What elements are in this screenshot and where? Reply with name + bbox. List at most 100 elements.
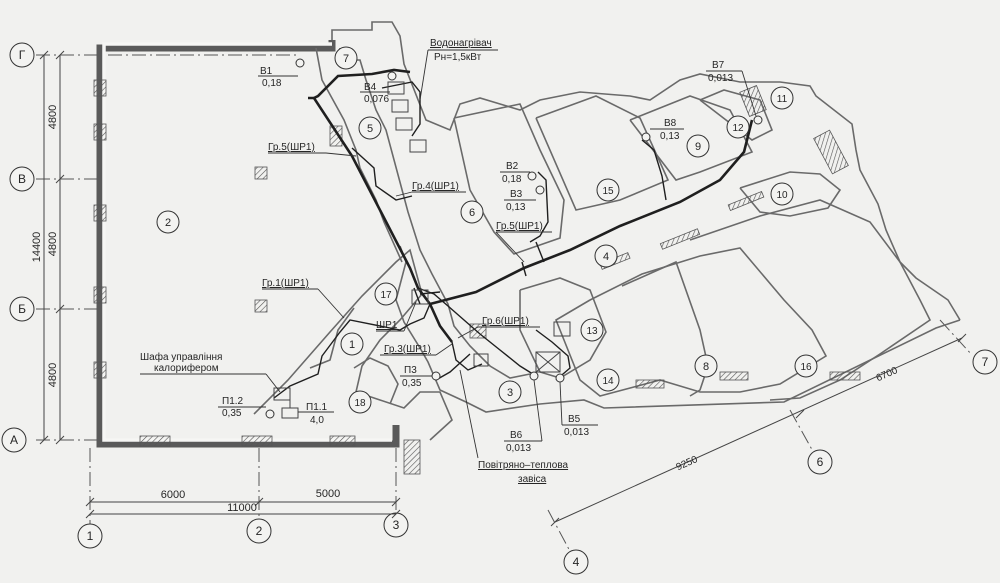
room-12: 12 bbox=[726, 115, 750, 139]
label-b5-name: В5 bbox=[568, 414, 581, 425]
label-b8: В8 0,13 bbox=[650, 118, 684, 142]
outlet-b2-icon bbox=[527, 171, 537, 181]
label-b6-name: В6 bbox=[510, 430, 523, 441]
axis-bubble-4: 4 bbox=[563, 549, 589, 575]
label-p11: П1.1 4,0 bbox=[298, 402, 334, 426]
water-heater-note: Водонагрівач Рн=1,5кВт bbox=[419, 38, 498, 101]
room-3: 3 bbox=[498, 380, 522, 404]
label-b3-name: В3 bbox=[510, 189, 523, 200]
room-label-6: 6 bbox=[469, 207, 475, 219]
air-curtain-note: Повітряно–теплова завіса bbox=[459, 369, 569, 485]
heater-title: Водонагрівач bbox=[430, 38, 492, 49]
room-14: 14 bbox=[596, 368, 620, 392]
axis-label-a: А bbox=[10, 433, 18, 447]
group-label-g5a: Гр.5(ШР1) bbox=[268, 142, 315, 153]
group-label-g1: Гр.1(ШР1) bbox=[262, 278, 309, 289]
room-1: 1 bbox=[340, 332, 364, 356]
room-17: 17 bbox=[374, 282, 398, 306]
axis-label-g: Г bbox=[19, 48, 26, 62]
group-label-g3: Гр.3(ШР1) bbox=[384, 344, 431, 355]
axis-bubble-b: Б bbox=[9, 296, 35, 322]
room-label-4: 4 bbox=[603, 251, 609, 263]
room-number-bubbles: 1 2 3 4 5 6 7 8 9 10 11 12 13 14 15 16 1… bbox=[156, 46, 818, 414]
label-b2-value: 0,18 bbox=[502, 174, 522, 185]
device-points bbox=[265, 58, 763, 419]
label-b5: В5 0,013 bbox=[559, 381, 598, 438]
label-p3: П3 0,35 bbox=[400, 365, 432, 389]
label-b1: В1 0,18 bbox=[258, 66, 298, 89]
grid-axis-lines bbox=[36, 54, 973, 556]
label-b8-name: В8 bbox=[664, 118, 677, 129]
label-p12-name: П1.2 bbox=[222, 396, 244, 407]
axis-label-6: 6 bbox=[817, 455, 824, 469]
room-label-11: 11 bbox=[777, 94, 788, 105]
label-b5-value: 0,013 bbox=[564, 427, 589, 438]
label-b8-value: 0,13 bbox=[660, 131, 680, 142]
room-4: 4 bbox=[594, 244, 618, 268]
label-b1-value: 0,18 bbox=[262, 78, 282, 89]
group-label-g5b: Гр.5(ШР1) bbox=[496, 221, 543, 232]
axis-label-3: 3 bbox=[393, 518, 400, 532]
curtain-line-2: завіса bbox=[518, 474, 547, 485]
room-label-14: 14 bbox=[602, 376, 614, 387]
exterior-walls bbox=[93, 40, 400, 448]
label-b2: В2 0,18 bbox=[500, 161, 530, 185]
label-b1-name: В1 bbox=[260, 66, 273, 77]
axis-bubble-g: Г bbox=[9, 42, 35, 68]
group-label-shr: ШР1 bbox=[376, 320, 398, 331]
room-6: 6 bbox=[460, 200, 484, 224]
room-11: 11 bbox=[770, 86, 794, 110]
label-b4-name: В4 bbox=[364, 82, 377, 93]
axis-label-4: 4 bbox=[573, 555, 580, 569]
room-label-10: 10 bbox=[776, 190, 788, 201]
axis-label-v: В bbox=[18, 172, 26, 186]
room-label-8: 8 bbox=[703, 361, 709, 373]
outlet-b5-icon bbox=[555, 373, 565, 383]
axis-bubble-3: 3 bbox=[383, 512, 409, 538]
label-b7: В7 0,013 bbox=[706, 60, 757, 117]
cabinet-line-2: калорифером bbox=[154, 362, 219, 374]
dim-left-part-3: 4800 bbox=[47, 363, 59, 387]
axis-label-1: 1 bbox=[87, 529, 94, 543]
axis-label-b: Б bbox=[18, 302, 26, 316]
outlet-b6-icon bbox=[529, 371, 539, 381]
label-b4-value: 0,076 bbox=[364, 94, 389, 105]
outlet-b7-icon bbox=[753, 115, 763, 125]
outlet-b1-icon bbox=[295, 58, 305, 68]
label-b6-value: 0,013 bbox=[506, 443, 531, 454]
room-16: 16 bbox=[794, 354, 818, 378]
axis-bubble-a: А bbox=[1, 427, 27, 453]
dim-bottom-part-1: 6000 bbox=[161, 489, 185, 501]
dim-left-part-1: 4800 bbox=[47, 105, 59, 129]
group-labels: Гр.5(ШР1) Гр.4(ШР1) Гр.5(ШР1) Гр.1(ШР1) … bbox=[262, 142, 552, 356]
label-b3: В3 0,13 bbox=[504, 189, 536, 213]
label-b6: В6 0,013 bbox=[504, 379, 543, 454]
cabinet-line-1: Шафа управління bbox=[140, 351, 222, 363]
outlet-p12-icon bbox=[265, 409, 275, 419]
room-label-9: 9 bbox=[695, 141, 701, 153]
room-label-12: 12 bbox=[732, 123, 744, 134]
label-b3-value: 0,13 bbox=[506, 202, 526, 213]
room-label-5: 5 bbox=[367, 123, 373, 135]
dimension-left: 14400 4800 4800 4800 bbox=[31, 50, 65, 445]
control-cabinet-note: Шафа управління калорифером bbox=[140, 351, 281, 393]
axis-label-2: 2 bbox=[256, 524, 263, 538]
room-8: 8 bbox=[694, 354, 718, 378]
dimension-bottom: 6000 5000 11000 bbox=[85, 488, 401, 519]
room-label-1: 1 bbox=[349, 339, 355, 351]
room-5: 5 bbox=[358, 116, 382, 140]
dim-bottom-part-2: 5000 bbox=[316, 488, 340, 500]
outlet-b4-icon bbox=[387, 71, 397, 81]
dim-left-total: 14400 bbox=[31, 232, 43, 263]
label-b7-name: В7 bbox=[712, 60, 725, 71]
room-label-3: 3 bbox=[507, 387, 513, 399]
axis-bubble-7: 7 bbox=[972, 349, 998, 375]
room-13: 13 bbox=[580, 318, 604, 342]
room-7: 7 bbox=[334, 46, 358, 70]
room-label-13: 13 bbox=[586, 326, 598, 337]
room-10: 10 bbox=[770, 182, 794, 206]
heater-power: Рн=1,5кВт bbox=[434, 52, 482, 63]
group-label-g4: Гр.4(ШР1) bbox=[412, 181, 459, 192]
